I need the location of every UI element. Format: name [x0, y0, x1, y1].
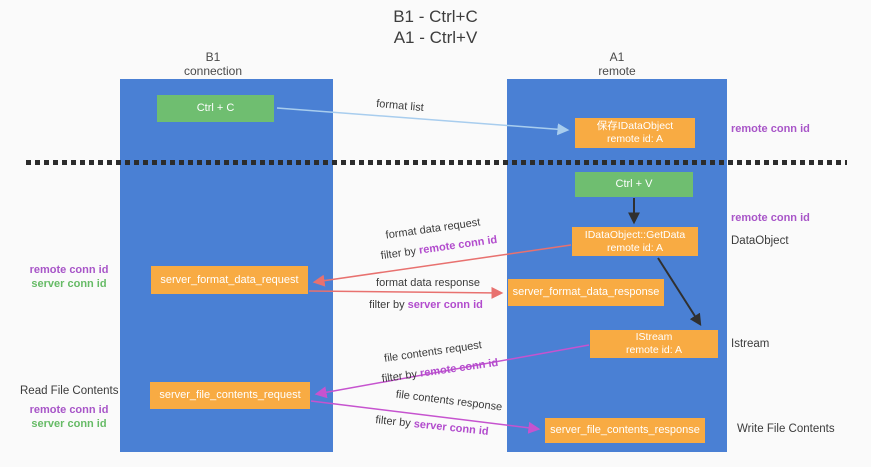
dataobject-text: DataObject — [731, 235, 789, 247]
node-server-file-contents-response: server_file_contents_response — [545, 418, 705, 443]
remote-conn-id-text: remote conn id — [29, 264, 109, 276]
lane-left-name: B1 — [205, 50, 221, 64]
lane-header-right: A1 remote — [567, 50, 667, 78]
remote-conn-id-text: remote conn id — [731, 212, 810, 224]
node-getdata: IDataObject::GetData remote id: A — [572, 227, 698, 256]
server-conn-id-text: server conn id — [407, 299, 483, 311]
node-format-response-label: server_format_data_response — [512, 286, 660, 298]
filter-by-text: filter by — [374, 414, 412, 430]
node-ctrl-v: Ctrl + V — [575, 172, 693, 197]
filter-by-text: filter by — [380, 245, 417, 263]
write-file-contents-text: Write File Contents — [737, 423, 835, 435]
node-ctrl-c: Ctrl + C — [157, 95, 274, 122]
side-server-conn-id-left-2: server conn id — [25, 417, 113, 431]
filter-by-text: filter by — [369, 299, 405, 311]
remote-conn-id-text: remote conn id — [418, 233, 498, 257]
lane-header-left: B1 connection — [163, 50, 263, 78]
node-file-response-label: server_file_contents_response — [550, 424, 700, 436]
edge-label-format-list: format list — [376, 98, 425, 114]
node-ctrl-c-label: Ctrl + C — [196, 102, 235, 114]
side-read-file-contents: Read File Contents — [20, 384, 118, 398]
side-dataobject-label: DataObject — [731, 234, 789, 248]
side-remote-conn-id-top-right: remote conn id — [731, 122, 810, 136]
node-server-format-data-response: server_format_data_response — [508, 279, 664, 306]
node-save-dataobject-line1: 保存IDataObject — [596, 120, 674, 132]
side-remote-conn-id-left-1: remote conn id — [25, 263, 113, 277]
server-conn-id-text: server conn id — [31, 418, 107, 430]
node-server-format-data-request: server_format_data_request — [151, 266, 308, 294]
side-write-file-contents: Write File Contents — [737, 422, 835, 436]
node-istream-line2: remote id: A — [625, 344, 683, 356]
node-getdata-line1: IDataObject::GetData — [584, 228, 686, 241]
server-conn-id-text: server conn id — [413, 418, 490, 438]
node-server-file-contents-request: server_file_contents_request — [150, 382, 310, 409]
side-server-conn-id-left-1: server conn id — [25, 277, 113, 291]
read-file-contents-text: Read File Contents — [20, 385, 119, 397]
lane-left-role: connection — [183, 64, 243, 78]
format-list-text: format list — [375, 97, 425, 115]
node-save-dataobject-line2: remote id: A — [606, 133, 664, 145]
edge-label-format-data-response: format data response — [376, 277, 480, 289]
edge-label-filter-server-2: filter by server conn id — [375, 414, 489, 438]
remote-conn-id-text: remote conn id — [419, 356, 499, 380]
diagram-title: B1 - Ctrl+C A1 - Ctrl+V — [0, 6, 871, 48]
remote-conn-id-text: remote conn id — [29, 404, 109, 416]
node-istream-line1: IStream — [635, 331, 673, 343]
node-save-dataobject: 保存IDataObject remote id: A — [575, 118, 695, 148]
node-file-request-label: server_file_contents_request — [159, 389, 301, 401]
node-format-request-label: server_format_data_request — [160, 273, 299, 286]
server-conn-id-text: server conn id — [31, 278, 107, 290]
dashed-divider — [26, 160, 847, 165]
edge-label-filter-server-1: filter by server conn id — [369, 299, 483, 311]
filter-by-text: filter by — [381, 368, 418, 386]
lane-right-role: remote — [598, 64, 636, 78]
istream-text: Istream — [731, 338, 770, 350]
remote-conn-id-text: remote conn id — [731, 123, 810, 135]
node-ctrl-v-label: Ctrl + V — [615, 178, 653, 190]
side-remote-conn-id-mid-right: remote conn id — [731, 211, 810, 225]
format-data-response-text: format data response — [376, 277, 480, 289]
node-getdata-line2: remote id: A — [606, 241, 664, 254]
lane-right-name: A1 — [609, 50, 625, 64]
side-remote-conn-id-left-2: remote conn id — [25, 403, 113, 417]
arrow-format-data-response — [308, 286, 504, 299]
title-line-2: A1 - Ctrl+V — [393, 28, 478, 47]
title-line-1: B1 - Ctrl+C — [393, 7, 478, 26]
side-istream-label: Istream — [731, 337, 769, 351]
node-istream: IStream remote id: A — [590, 330, 718, 358]
file-contents-response-text: file contents response — [395, 388, 503, 414]
edge-label-file-contents-response: file contents response — [395, 389, 503, 414]
